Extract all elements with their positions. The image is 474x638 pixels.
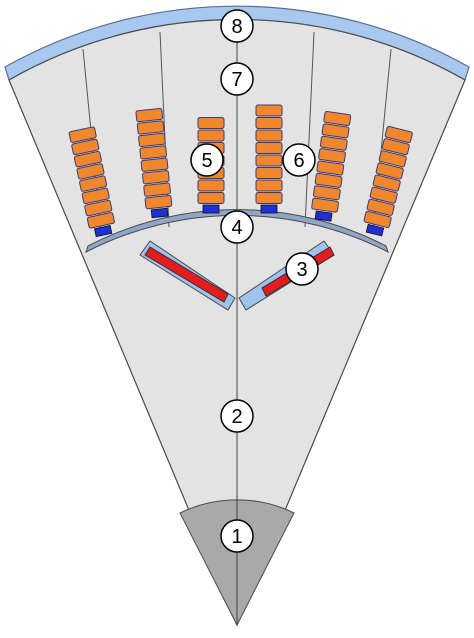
- coil-block: [323, 111, 352, 126]
- slot-wedge: [150, 207, 169, 219]
- coil-block: [384, 125, 413, 144]
- coil-block: [363, 210, 392, 229]
- coil-stack-6: [363, 125, 413, 237]
- callout-4-label: 4: [231, 217, 242, 239]
- coil-block: [140, 157, 169, 172]
- coil-block: [381, 138, 410, 156]
- callout-1-label: 1: [231, 526, 242, 548]
- coil-block: [255, 179, 283, 192]
- slot-wedge: [202, 204, 220, 214]
- coil-block: [86, 212, 115, 229]
- coil-block: [316, 160, 345, 176]
- callout-5-label: 5: [201, 150, 212, 172]
- slot-wedge: [94, 225, 113, 238]
- coil-block: [139, 145, 168, 160]
- coil-block: [321, 123, 350, 139]
- slot-wedge: [260, 204, 278, 214]
- air-gap-band: [85, 209, 389, 254]
- callout-2-label: 2: [231, 406, 242, 428]
- coil-block: [369, 186, 398, 204]
- coil-block: [142, 170, 170, 185]
- callout-3-label: 3: [296, 259, 307, 281]
- coil-block: [311, 197, 339, 213]
- coil-block: [312, 185, 341, 201]
- coil-block: [138, 132, 166, 148]
- coil-block: [197, 117, 225, 129]
- coil-block: [372, 174, 401, 192]
- callout-5: 5: [190, 143, 224, 177]
- callout-6-label: 6: [293, 150, 304, 172]
- callout-4: 4: [220, 210, 254, 244]
- coil-block: [81, 187, 110, 205]
- coil-block: [68, 126, 97, 143]
- coil-stack-5: [311, 111, 352, 222]
- coil-block: [73, 150, 102, 168]
- coil-stack-2: [135, 107, 173, 219]
- callout-7-label: 7: [231, 69, 242, 91]
- coil-block: [84, 199, 113, 217]
- callout-2: 2: [220, 399, 254, 433]
- coil-block: [197, 129, 225, 142]
- coil-stack-1: [68, 126, 115, 238]
- coil-block: [319, 135, 348, 151]
- coil-block: [136, 120, 165, 135]
- coil-block: [255, 142, 283, 154]
- coil-stack-4: [255, 104, 283, 214]
- callout-3: 3: [285, 252, 319, 286]
- callout-7: 7: [220, 62, 254, 96]
- coil-block: [314, 172, 343, 188]
- callout-8-label: 8: [231, 16, 242, 38]
- coil-block: [197, 179, 225, 192]
- coil-block: [143, 182, 171, 197]
- coil-block: [255, 117, 283, 129]
- coil-block: [135, 107, 164, 123]
- coil-block: [318, 148, 346, 164]
- coil-block: [255, 167, 283, 179]
- coil-block: [71, 138, 100, 156]
- callout-6: 6: [282, 143, 316, 177]
- magnet-pocket-left: [139, 240, 236, 311]
- coil-block: [255, 192, 283, 204]
- magnet-left: [144, 246, 229, 303]
- coil-block: [255, 129, 283, 142]
- callout-1: 1: [220, 519, 254, 553]
- slot-wedge: [314, 210, 333, 222]
- coil-block: [378, 150, 407, 168]
- coil-block: [255, 154, 283, 167]
- slot-wedge: [365, 223, 385, 237]
- callout-8: 8: [220, 9, 254, 43]
- coil-block: [79, 175, 108, 192]
- coil-block: [375, 162, 404, 180]
- coil-block: [144, 194, 173, 210]
- coil-block: [76, 163, 105, 180]
- coil-block: [255, 104, 283, 117]
- coil-block: [197, 192, 225, 204]
- coil-block: [366, 198, 395, 216]
